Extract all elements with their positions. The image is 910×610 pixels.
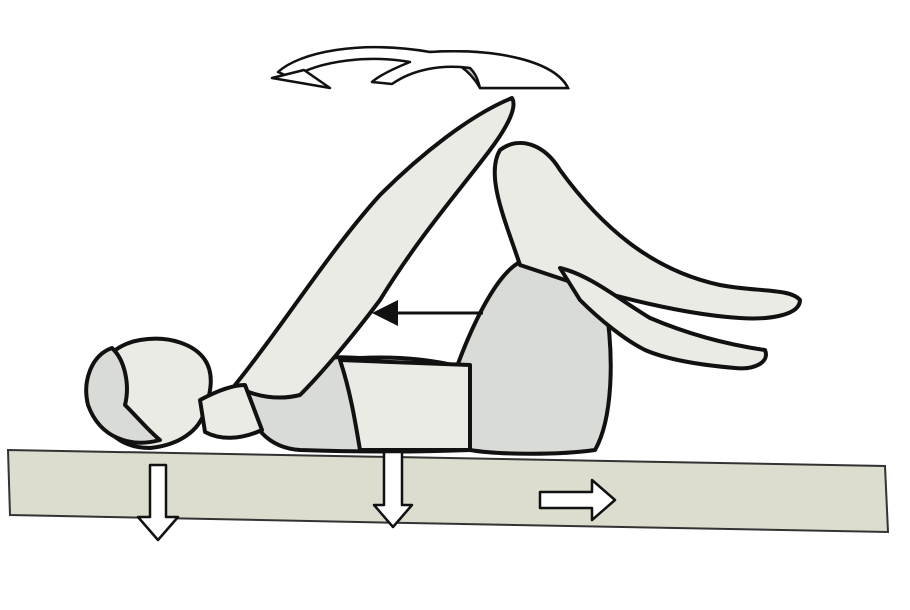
curved-rotation-arrow-icon	[272, 47, 568, 88]
midriff	[340, 360, 470, 450]
arrow-left-icon	[372, 300, 483, 326]
legs	[453, 143, 800, 454]
head	[86, 339, 262, 448]
